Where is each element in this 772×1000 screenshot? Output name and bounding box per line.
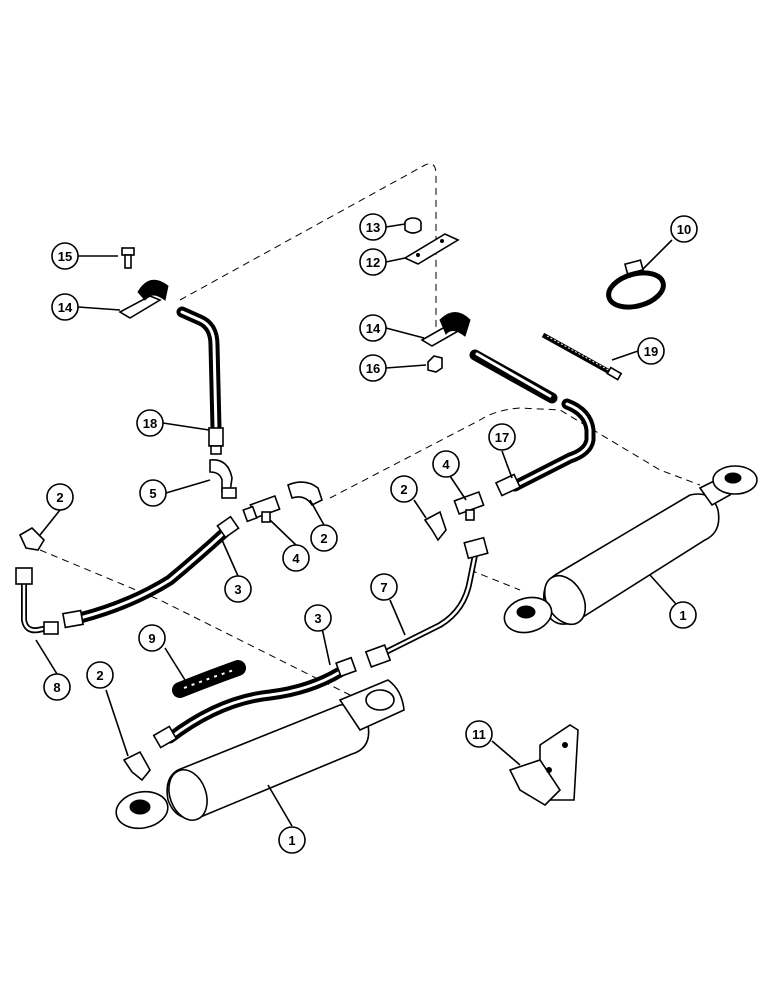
hydraulic-cylinder-lower: [115, 679, 405, 830]
svg-text:4: 4: [292, 551, 300, 566]
callout-10: 10: [670, 215, 698, 243]
elbow-fitting-center: [423, 510, 447, 542]
cable-tie-part: [541, 332, 623, 381]
callout-8: 8: [43, 673, 71, 701]
elbow-fitting-left: [18, 526, 46, 551]
hose-18: [176, 306, 224, 455]
tube-8: [15, 567, 59, 635]
svg-text:11: 11: [472, 727, 486, 742]
callout-9: 9: [138, 624, 166, 652]
clamp-part-left: [118, 279, 169, 319]
sleeve-part-9: [172, 660, 246, 698]
callout-4: 4: [432, 450, 460, 478]
callout-5: 5: [139, 479, 167, 507]
svg-text:2: 2: [400, 482, 407, 497]
leader-lines: [35, 223, 677, 827]
hydraulic-cylinder-upper: [503, 465, 758, 634]
svg-text:8: 8: [53, 680, 60, 695]
hose-3-upper: [61, 515, 240, 629]
svg-text:2: 2: [96, 668, 103, 683]
svg-text:4: 4: [442, 457, 450, 472]
bracket-part: [508, 724, 579, 807]
callout-7: 7: [370, 573, 398, 601]
svg-text:2: 2: [320, 531, 327, 546]
svg-text:13: 13: [366, 220, 380, 235]
svg-text:12: 12: [366, 255, 380, 270]
elbow-fitting-lower: [122, 750, 151, 782]
svg-text:17: 17: [495, 430, 509, 445]
callout-2: 2: [310, 524, 338, 552]
callout-1: 1: [278, 826, 306, 854]
hose-17: [494, 398, 596, 497]
svg-text:1: 1: [679, 608, 686, 623]
callout-4: 4: [282, 544, 310, 572]
sleeve-part: [469, 349, 558, 404]
callouts: 15 14 13 12 10 14 16 19 18 17 5 4 2 2 4 …: [43, 213, 698, 854]
callout-14: 14: [51, 293, 79, 321]
callout-16: 16: [359, 354, 387, 382]
hose-3-lower: [152, 656, 357, 749]
plate-part: [403, 233, 460, 265]
callout-14: 14: [359, 314, 387, 342]
tee-fitting-left: [242, 494, 281, 523]
callout-18: 18: [136, 409, 164, 437]
svg-text:19: 19: [644, 344, 658, 359]
svg-text:18: 18: [143, 416, 157, 431]
callout-2: 2: [86, 661, 114, 689]
svg-text:14: 14: [58, 300, 73, 315]
svg-text:2: 2: [56, 490, 63, 505]
callout-3: 3: [224, 575, 252, 603]
callout-11: 11: [465, 720, 493, 748]
svg-text:3: 3: [314, 611, 321, 626]
svg-text:9: 9: [148, 631, 155, 646]
elbow-fitting-5: [209, 459, 237, 499]
svg-text:14: 14: [366, 321, 381, 336]
dashed-reference-lines: [39, 163, 701, 701]
elbow-fitting-upper: [287, 481, 323, 507]
tube-7: [364, 536, 489, 668]
nut-part-small: [427, 355, 443, 373]
callout-1: 1: [669, 601, 697, 629]
callout-12: 12: [359, 248, 387, 276]
svg-text:15: 15: [58, 249, 72, 264]
callout-13: 13: [359, 213, 387, 241]
svg-text:7: 7: [380, 580, 387, 595]
callout-19: 19: [637, 337, 665, 365]
callout-2: 2: [46, 483, 74, 511]
hose-clamp-part: [606, 259, 666, 310]
callout-17: 17: [488, 423, 516, 451]
svg-text:3: 3: [234, 582, 241, 597]
callout-3: 3: [304, 604, 332, 632]
svg-text:16: 16: [366, 361, 380, 376]
svg-text:1: 1: [288, 833, 295, 848]
tee-fitting-right: [453, 490, 485, 521]
svg-text:5: 5: [149, 486, 156, 501]
svg-text:10: 10: [677, 222, 691, 237]
callout-2: 2: [390, 475, 418, 503]
callout-15: 15: [51, 242, 79, 270]
clamp-part-right: [420, 312, 471, 347]
bolt-part: [121, 247, 135, 269]
nut-part: [404, 217, 422, 234]
